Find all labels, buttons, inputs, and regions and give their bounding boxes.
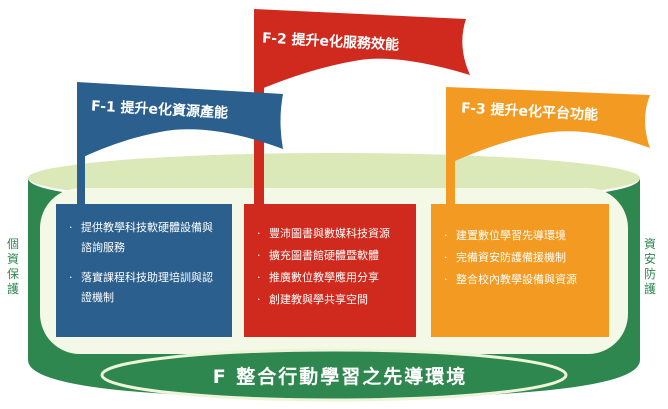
base-title: F 整合行動學習之先導環境 bbox=[212, 366, 468, 388]
box-f2-item: 創建教與學共享空間 bbox=[256, 290, 406, 310]
box-f3-item: 完備資安防護備援機制 bbox=[443, 248, 599, 268]
flag-f3 bbox=[446, 87, 650, 165]
side-label-left: 個資保護 bbox=[6, 237, 19, 296]
box-f2-item: 推廣數位教學應用分享 bbox=[256, 268, 406, 288]
box-f3: 建置數位學習先導環境 完備資安防護備援機制 整合校內教學設備與資源 bbox=[431, 204, 609, 337]
box-f1-item: 提供教學科技軟硬體設備與諮詢服務 bbox=[68, 218, 222, 258]
box-f1-item: 落實課程科技助理培訓與認證機制 bbox=[68, 268, 222, 308]
side-label-right: 資安防護 bbox=[643, 237, 656, 296]
box-f3-item: 建置數位學習先導環境 bbox=[443, 226, 599, 246]
box-f2-item: 擴充圖書館硬體暨軟體 bbox=[256, 246, 406, 266]
base-band bbox=[100, 348, 568, 402]
box-f2: 豐沛圖書與數媒科技資源 擴充圖書館硬體暨軟體 推廣數位教學應用分享 創建教與學共… bbox=[244, 204, 416, 337]
flag-f2 bbox=[254, 9, 470, 92]
flag-f1 bbox=[77, 82, 283, 160]
box-f3-item: 整合校內教學設備與資源 bbox=[443, 270, 599, 290]
box-f1: 提供教學科技軟硬體設備與諮詢服務 落實課程科技助理培訓與認證機制 bbox=[56, 204, 232, 337]
box-f2-item: 豐沛圖書與數媒科技資源 bbox=[256, 224, 406, 244]
